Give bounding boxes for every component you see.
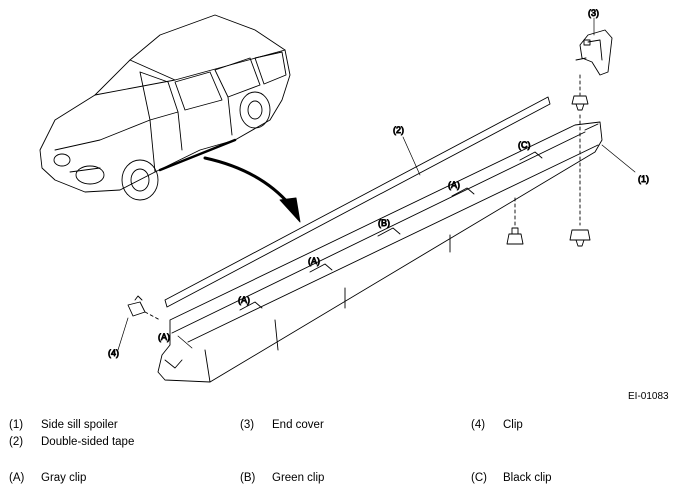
legend-item-a: (A)Gray clip	[9, 472, 87, 484]
direction-arrow	[203, 156, 301, 223]
legend-item-3: (3)End cover	[240, 419, 324, 431]
car-illustration	[39, 14, 291, 201]
callout-a4: (A)	[158, 332, 170, 342]
reference-code: EI-01083	[628, 391, 669, 402]
exploded-diagram: (2) (1) (3) (4) (C) (A) (B) (A) (A) (A)	[39, 8, 649, 383]
clip-marks	[239, 151, 543, 311]
leader-lines	[117, 17, 636, 351]
side-sill-spoiler	[157, 121, 603, 383]
callout-a2: (A)	[308, 256, 320, 266]
callout-c: (C)	[518, 140, 531, 150]
fasteners	[127, 95, 591, 321]
callout-2: (2)	[393, 125, 404, 135]
double-sided-tape	[164, 96, 551, 308]
legend-item-1: (1)Side sill spoiler	[9, 419, 118, 431]
callout-a1: (A)	[448, 180, 460, 190]
legend-item-2: (2)Double-sided tape	[9, 436, 135, 448]
callout-a3: (A)	[238, 295, 250, 305]
legend-item-c: (C)Black clip	[471, 472, 552, 484]
end-cover	[575, 29, 613, 226]
callout-b: (B)	[378, 218, 390, 228]
legend-item-4: (4)Clip	[471, 419, 523, 431]
callout-3: (3)	[588, 8, 599, 18]
callout-1: (1)	[638, 174, 649, 184]
legend-item-b: (B)Green clip	[240, 472, 325, 484]
callout-4: (4)	[108, 348, 119, 358]
